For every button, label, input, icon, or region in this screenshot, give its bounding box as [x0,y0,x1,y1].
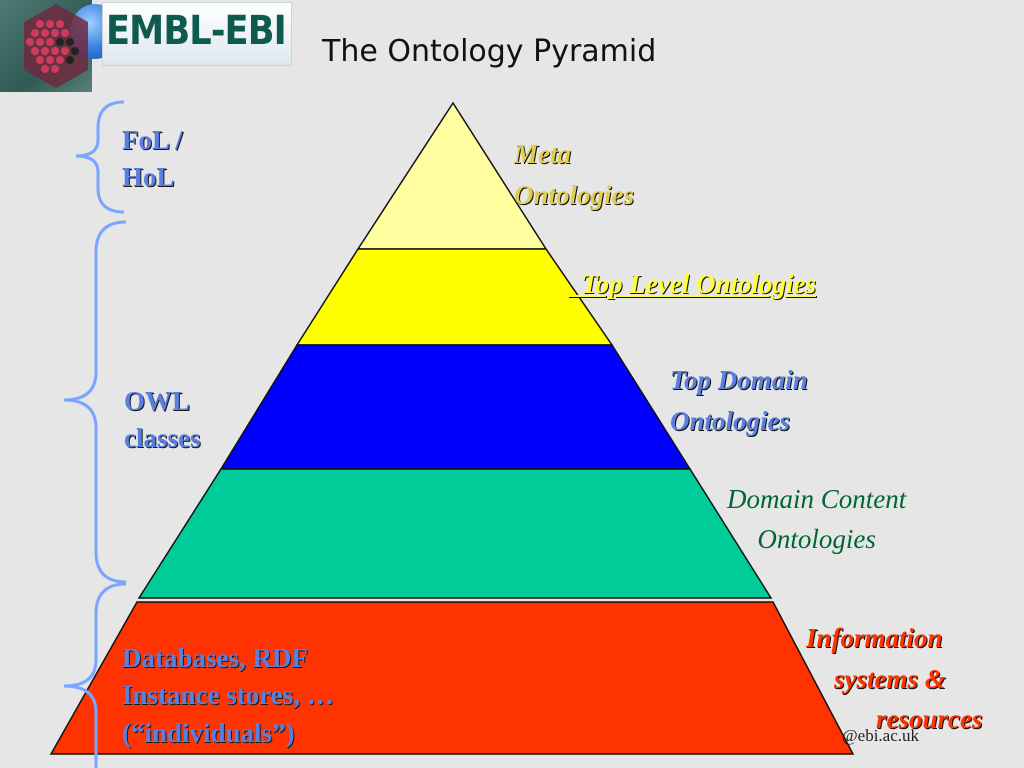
databases-brace [63,582,127,768]
domain-content-ontologies-label: Domain Content Ontologies [727,480,906,560]
embl-logo-text: EMBL-EBI [106,8,287,54]
embl-logo-banner [102,2,292,66]
meta-label-line-2: Ontologies [514,179,635,210]
page-title: The Ontology Pyramid [322,34,657,69]
owl-label-line-2: classes [124,423,201,454]
owl-label-line-1: OWL [124,386,191,416]
domain-content-label-line-1: Domain Content [727,484,907,514]
layer-top-domain [219,344,692,470]
information-label-line-1: Information [806,623,943,653]
information-label-line-3: resources [876,704,983,734]
footer-url: @ebi.ac.uk [842,726,920,745]
top-level-ontologies-label: Top Level Ontologies [568,264,816,305]
owl-classes-label: OWL classes [124,383,201,458]
meta-label-line-1: Meta [514,139,571,169]
fol-hol-label-line-2: HoL [122,162,175,193]
top-domain-label-line-2: Ontologies [670,405,791,436]
domain-content-label-line-2: Ontologies [757,523,876,554]
hexagon-logo-icon [24,4,88,88]
information-systems-label: Information systems & resources [806,618,983,740]
layer-top-level [295,248,614,346]
fol-hol-brace [75,100,125,214]
databases-label-line-2: Instance stores, … [122,680,334,711]
fol-hol-label: FoL / HoL [122,122,183,197]
fol-hol-label-line-1: FoL / [122,125,183,155]
meta-ontologies-label: Meta Ontologies [514,134,634,215]
databases-label: Databases, RDF Instance stores, … (“indi… [122,640,334,752]
layer-domain-content [137,468,773,599]
information-label-line-2: systems & [834,663,946,694]
top-domain-label-line-1: Top Domain [670,365,808,395]
owl-brace [63,220,127,584]
databases-label-line-3: (“individuals”) [122,717,295,748]
top-level-label-text: Top Level Ontologies [581,269,816,299]
layer-information [49,601,855,755]
databases-label-line-1: Databases, RDF [122,643,308,673]
top-domain-ontologies-label: Top Domain Ontologies [670,360,808,441]
